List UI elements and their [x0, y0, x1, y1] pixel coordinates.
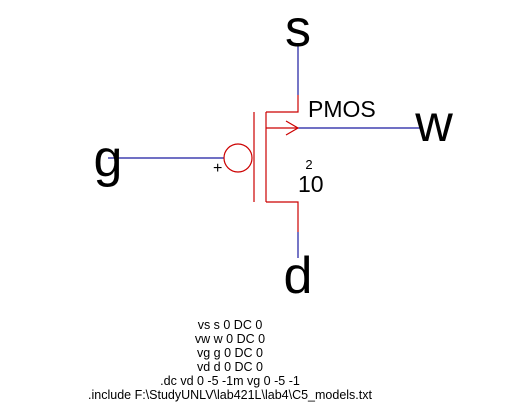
net-label-gate: g [94, 130, 123, 188]
body-arrow-icon [285, 120, 300, 136]
gate-polarity-label: + [213, 160, 222, 177]
net-label-well: w [414, 95, 453, 153]
model-label: PMOS [308, 96, 376, 122]
netlist-line: .dc vd 0 -5 -1m vg 0 -5 -1 [160, 374, 300, 388]
source-lead [266, 95, 299, 113]
netlist-line: vg g 0 DC 0 [196, 346, 263, 360]
drain-lead [266, 201, 299, 232]
net-label-source: s [285, 0, 311, 58]
netlist-line: .include F:\StudyUNLV\lab421L\lab4\C5_mo… [88, 388, 372, 402]
pmos-transistor[interactable] [223, 95, 300, 232]
wires [108, 46, 420, 258]
gate-bubble [223, 143, 253, 173]
width-label: 10 [298, 171, 324, 197]
net-label-drain: d [284, 247, 313, 305]
netlist-line: vw w 0 DC 0 [194, 332, 266, 346]
length-label: 2 [305, 157, 312, 172]
spice-netlist: vs s 0 DC 0 vw w 0 DC 0 vg g 0 DC 0 vd d… [0, 318, 460, 402]
netlist-line: vs s 0 DC 0 [197, 318, 263, 332]
netlist-line: vd d 0 DC 0 [196, 360, 263, 374]
